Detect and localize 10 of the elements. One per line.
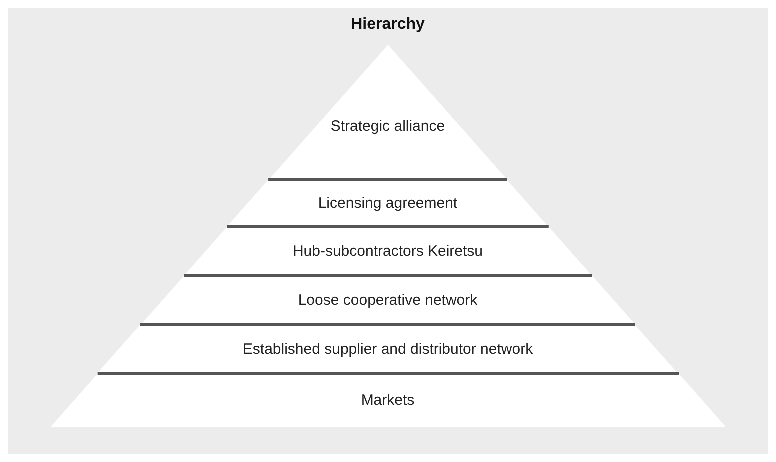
tier-label: Hub-subcontractors Keiretsu: [292, 242, 484, 260]
tier-label: Licensing agreement: [317, 194, 459, 212]
diagram-title: Hierarchy: [350, 16, 426, 34]
pyramid-tier: [50, 372, 726, 427]
pyramid-tier: [227, 178, 549, 227]
tier-label: Established supplier and distributor network: [242, 340, 534, 358]
pyramid-tier: [184, 225, 592, 276]
tier-label: Markets: [360, 392, 416, 410]
tier-label: Strategic alliance: [330, 118, 446, 136]
tier-label: Loose cooperative network: [297, 292, 479, 310]
